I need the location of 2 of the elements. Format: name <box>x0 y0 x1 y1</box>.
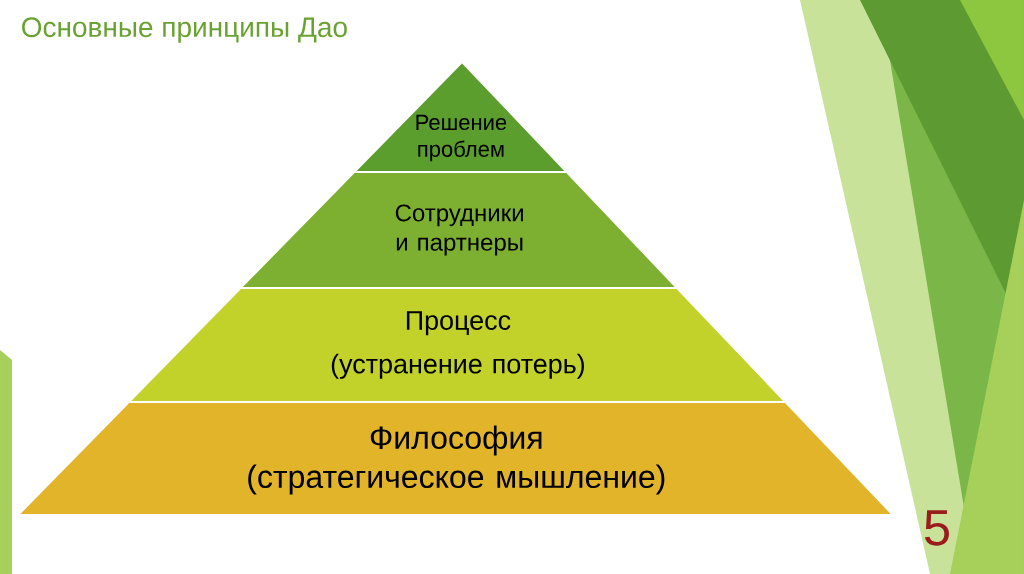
slide-title: Основные принципы Дао <box>22 17 347 43</box>
page-number: 5 <box>924 510 949 546</box>
